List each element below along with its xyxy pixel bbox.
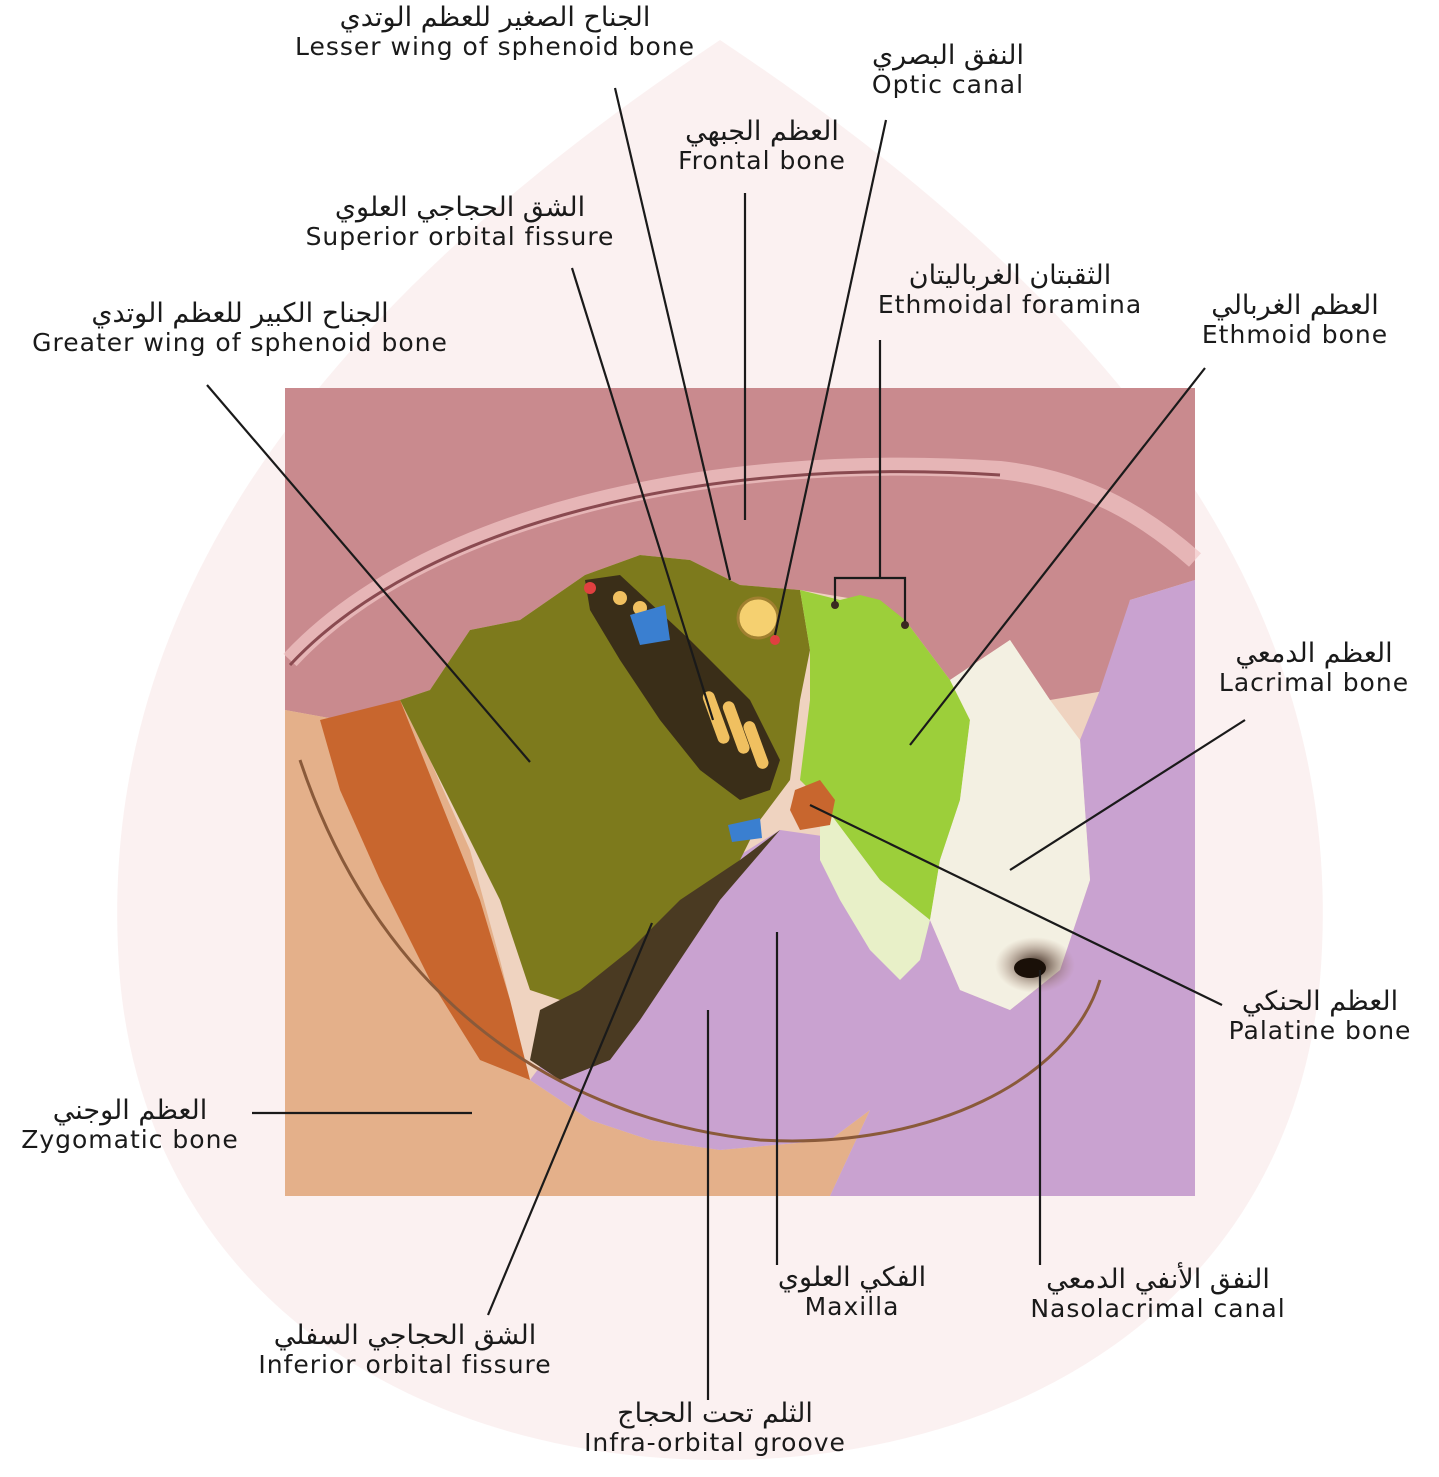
label-inferior-orbital-fissure-ar: الشق الحجاجي السفلي <box>258 1320 551 1351</box>
label-nasolacrimal-canal-en: Nasolacrimal canal <box>1030 1295 1285 1324</box>
label-maxilla-ar: الفكي العلوي <box>778 1262 926 1293</box>
label-frontal-bone-ar: العظم الجبهي <box>678 116 846 147</box>
label-optic-canal-ar: النفق البصري <box>872 40 1024 71</box>
label-zygomatic-bone-en: Zygomatic bone <box>21 1126 239 1155</box>
label-palatine-bone-ar: العظم الحنكي <box>1229 986 1412 1017</box>
label-lacrimal-bone-en: Lacrimal bone <box>1219 669 1409 698</box>
label-optic-canal-en: Optic canal <box>872 71 1024 100</box>
label-superior-orbital-fissure-ar: الشق الحجاجي العلوي <box>306 192 615 223</box>
label-ethmoidal-foramina-ar: الثقبتان الغرباليتان <box>878 260 1142 291</box>
label-greater-wing-en: Greater wing of sphenoid bone <box>32 329 448 358</box>
label-maxilla: الفكي العلوي Maxilla <box>778 1262 926 1322</box>
label-infraorbital-groove: الثلم تحت الحجاج Infra-orbital groove <box>584 1398 846 1458</box>
label-greater-wing: الجناح الكبير للعظم الوتدي Greater wing … <box>32 298 448 358</box>
label-palatine-bone: العظم الحنكي Palatine bone <box>1229 986 1412 1046</box>
label-palatine-bone-en: Palatine bone <box>1229 1017 1412 1046</box>
label-infraorbital-groove-ar: الثلم تحت الحجاج <box>584 1398 846 1429</box>
label-ethmoidal-foramina-en: Ethmoidal foramina <box>878 291 1142 320</box>
label-ethmoid-bone-en: Ethmoid bone <box>1202 321 1388 350</box>
label-optic-canal: النفق البصري Optic canal <box>872 40 1024 100</box>
label-lacrimal-bone: العظم الدمعي Lacrimal bone <box>1219 638 1409 698</box>
label-ethmoidal-foramina: الثقبتان الغرباليتان Ethmoidal foramina <box>878 260 1142 320</box>
label-superior-orbital-fissure-en: Superior orbital fissure <box>306 223 615 252</box>
label-greater-wing-ar: الجناح الكبير للعظم الوتدي <box>32 298 448 329</box>
label-maxilla-en: Maxilla <box>778 1293 926 1322</box>
label-lesser-wing: الجناح الصغير للعظم الوتدي Lesser wing o… <box>295 2 695 62</box>
label-frontal-bone: العظم الجبهي Frontal bone <box>678 116 846 176</box>
label-ethmoid-bone: العظم الغربالي Ethmoid bone <box>1202 290 1388 350</box>
label-zygomatic-bone: العظم الوجني Zygomatic bone <box>21 1095 239 1155</box>
label-frontal-bone-en: Frontal bone <box>678 147 846 176</box>
label-zygomatic-bone-ar: العظم الوجني <box>21 1095 239 1126</box>
label-nasolacrimal-canal: النفق الأنفي الدمعي Nasolacrimal canal <box>1030 1264 1285 1324</box>
label-infraorbital-groove-en: Infra-orbital groove <box>584 1429 846 1458</box>
label-lesser-wing-ar: الجناح الصغير للعظم الوتدي <box>295 2 695 33</box>
label-ethmoid-bone-ar: العظم الغربالي <box>1202 290 1388 321</box>
label-superior-orbital-fissure: الشق الحجاجي العلوي Superior orbital fis… <box>306 192 615 252</box>
label-inferior-orbital-fissure: الشق الحجاجي السفلي Inferior orbital fis… <box>258 1320 551 1380</box>
label-lacrimal-bone-ar: العظم الدمعي <box>1219 638 1409 669</box>
label-nasolacrimal-canal-ar: النفق الأنفي الدمعي <box>1030 1264 1285 1295</box>
label-inferior-orbital-fissure-en: Inferior orbital fissure <box>258 1351 551 1380</box>
label-lesser-wing-en: Lesser wing of sphenoid bone <box>295 33 695 62</box>
